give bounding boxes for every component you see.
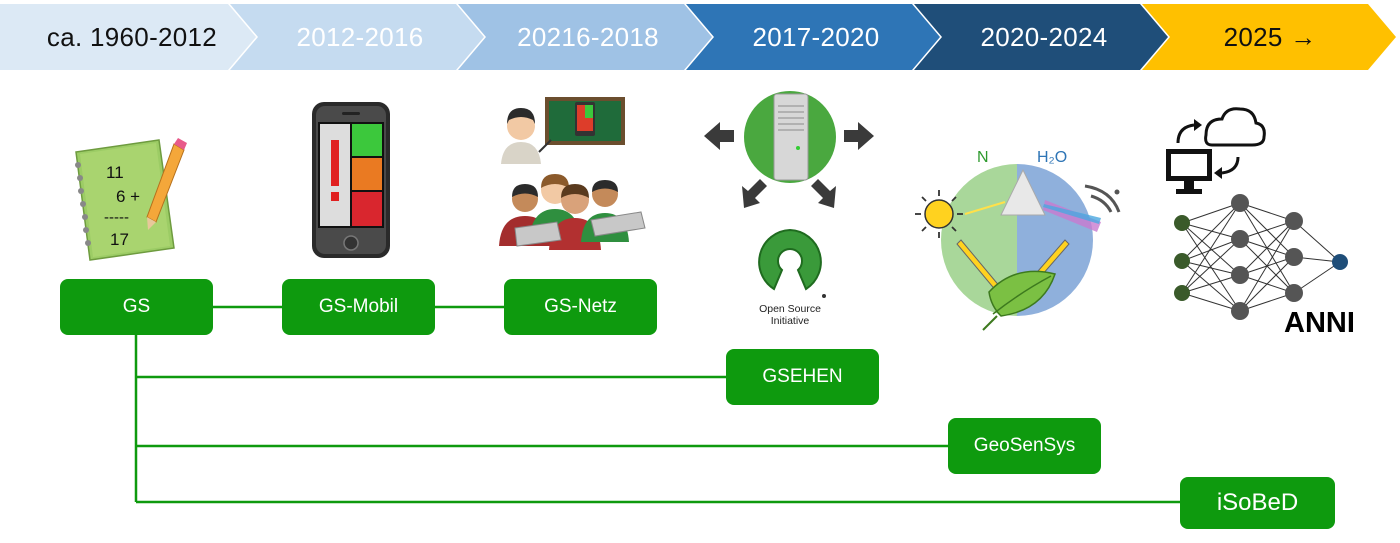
osi-text-line-1: Open Source — [759, 303, 821, 315]
open-source-logo: Open Source Initiative — [758, 228, 826, 326]
osi-keyhole-icon — [758, 228, 822, 291]
notebook-number-1: 11 — [106, 163, 124, 182]
arrow-down-right-icon — [811, 179, 836, 208]
node-gs[interactable]: GS — [60, 279, 213, 335]
prism-icon — [1000, 168, 1046, 216]
phase-label-6: 2025 → — [1223, 21, 1317, 52]
phase-label-2: 2012-2016 — [296, 21, 424, 52]
server-illustration — [704, 91, 874, 208]
monitor-icon — [1166, 149, 1212, 194]
osi-text-line-2: Initiative — [771, 315, 810, 326]
node-gs-netz[interactable]: GS-Netz — [504, 279, 657, 335]
wifi-icon — [1084, 184, 1121, 213]
node-geosensys[interactable]: GeoSenSys — [948, 418, 1101, 474]
node-gs-mobil[interactable]: GS-Mobil — [282, 279, 435, 335]
smartphone-illustration — [312, 102, 390, 258]
phase-chevron-4 — [686, 4, 940, 70]
phase-chevron-6 — [1142, 4, 1396, 70]
node-isobed[interactable]: iSoBeD — [1180, 477, 1335, 529]
arrow-right-icon — [844, 122, 874, 150]
notebook-number-2: 6 + — [116, 187, 140, 206]
neural-network-illustration — [1166, 107, 1348, 320]
pencil-icon — [146, 138, 187, 230]
cloud-icon — [1204, 107, 1266, 147]
arrow-left-icon — [704, 122, 734, 150]
phase-chevron-1 — [0, 4, 256, 70]
phase-label-4: 2017-2020 — [752, 21, 880, 52]
phase-label-5: 2020-2024 — [980, 21, 1108, 52]
notebook-number-4: 17 — [110, 230, 129, 249]
sun-icon — [915, 190, 963, 238]
anni-label: ANNI — [1284, 307, 1355, 339]
water-label: H₂O — [1037, 149, 1067, 166]
phase-chevron-3 — [458, 4, 712, 70]
sync-arrows-icon — [1176, 119, 1240, 179]
phase-label-1: ca. 1960-2012 — [46, 21, 218, 52]
leaf-icon — [982, 270, 1056, 331]
north-label: N — [977, 149, 989, 166]
phase-label-3: 20216-2018 — [517, 21, 659, 52]
notebook-illustration: 11 6 + ----- 17 — [75, 138, 187, 261]
phase-chevron-2 — [230, 4, 484, 70]
classroom-illustration — [499, 97, 646, 250]
arrow-down-left-icon — [742, 179, 767, 208]
timeline-bar — [0, 4, 1396, 70]
notebook-number-3: ----- — [104, 209, 129, 226]
phase-chevron-5 — [914, 4, 1168, 70]
node-gsehen[interactable]: GSEHEN — [726, 349, 879, 405]
sensor-illustration: N H₂O — [915, 149, 1121, 331]
